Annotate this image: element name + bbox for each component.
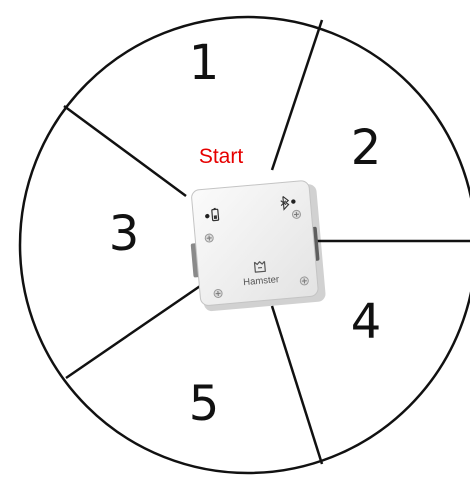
screw-icon — [292, 210, 301, 219]
section-5-label: 5 — [189, 376, 220, 432]
section-4-label: 4 — [351, 294, 382, 350]
hamster-robot[interactable]: Hamster — [186, 180, 326, 313]
section-1-label: 1 — [189, 35, 220, 91]
divider-line-1-3 — [64, 106, 186, 196]
divider-line-1-2 — [272, 20, 322, 170]
screw-icon — [300, 277, 309, 286]
section-3-label: 3 — [109, 206, 140, 262]
screw-icon — [214, 289, 223, 298]
screw-icon — [205, 234, 214, 243]
start-label: Start — [199, 145, 244, 168]
divider-line-4-5 — [272, 306, 322, 464]
section-2-label: 2 — [351, 120, 382, 176]
divider-line-3-5 — [66, 282, 206, 378]
